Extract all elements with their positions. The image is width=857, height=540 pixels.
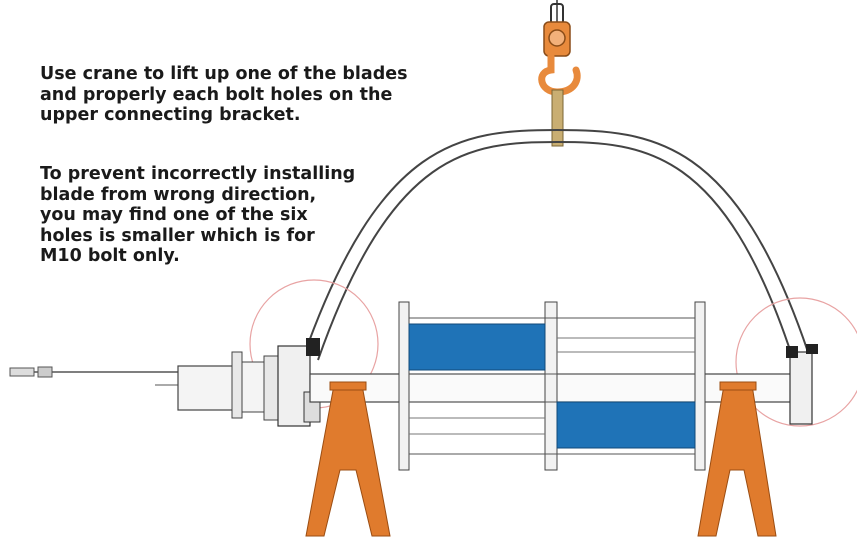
a-frame-stand-icon [305,381,391,537]
instruction-line: you may find one of the six [40,205,308,225]
instruction-line: Use crane to lift up one of the blades [40,64,408,84]
right-detail-circle [735,297,857,427]
crane-hook-icon [538,0,581,96]
blade-panel-upper [408,323,546,371]
blade-arc [302,128,809,359]
instruction-line: blade from wrong direction, [40,184,317,205]
rotor-frame [398,301,706,471]
instruction-paragraph-lift: Use crane to lift up one of the blades a… [40,64,408,126]
instruction-line: and properly each bolt holes on the [40,84,393,105]
a-frame-stand-icon [697,381,777,537]
lifting-sling [551,89,564,147]
instruction-line: To prevent incorrectly installing [40,164,356,184]
instruction-paragraph-direction: To prevent incorrectly installing blade … [40,164,355,267]
instruction-line: holes is smaller which is for [40,225,315,246]
generator-housing [177,351,279,421]
instruction-line: upper connecting bracket. [40,105,301,125]
blade-panel-lower [556,401,696,449]
instruction-line: M10 bolt only. [40,246,180,266]
connecting-bracket-right [786,344,818,425]
